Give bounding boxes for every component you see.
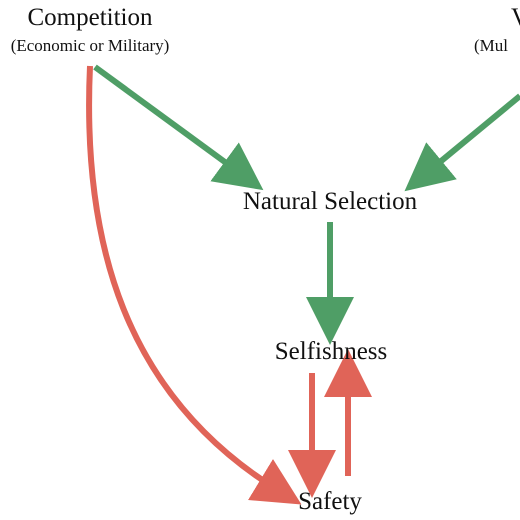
natural-selection-label: Natural Selection: [243, 188, 418, 215]
edge-competition-to-safety: [86, 65, 302, 505]
edge-variation-to-natural-selection: [404, 93, 520, 192]
variation-subtitle: (Mul: [474, 36, 508, 55]
edge-competition-to-natural-selection: [93, 64, 264, 191]
competition-title: Competition: [28, 4, 154, 31]
nodes: Competition (Economic or Military) V (Mu…: [11, 4, 520, 515]
variation-title: V: [511, 4, 520, 31]
competition-subtitle: (Economic or Military): [11, 36, 170, 55]
safety-label: Safety: [298, 488, 362, 515]
edges: [86, 64, 520, 505]
selfishness-label: Selfishness: [275, 338, 388, 365]
